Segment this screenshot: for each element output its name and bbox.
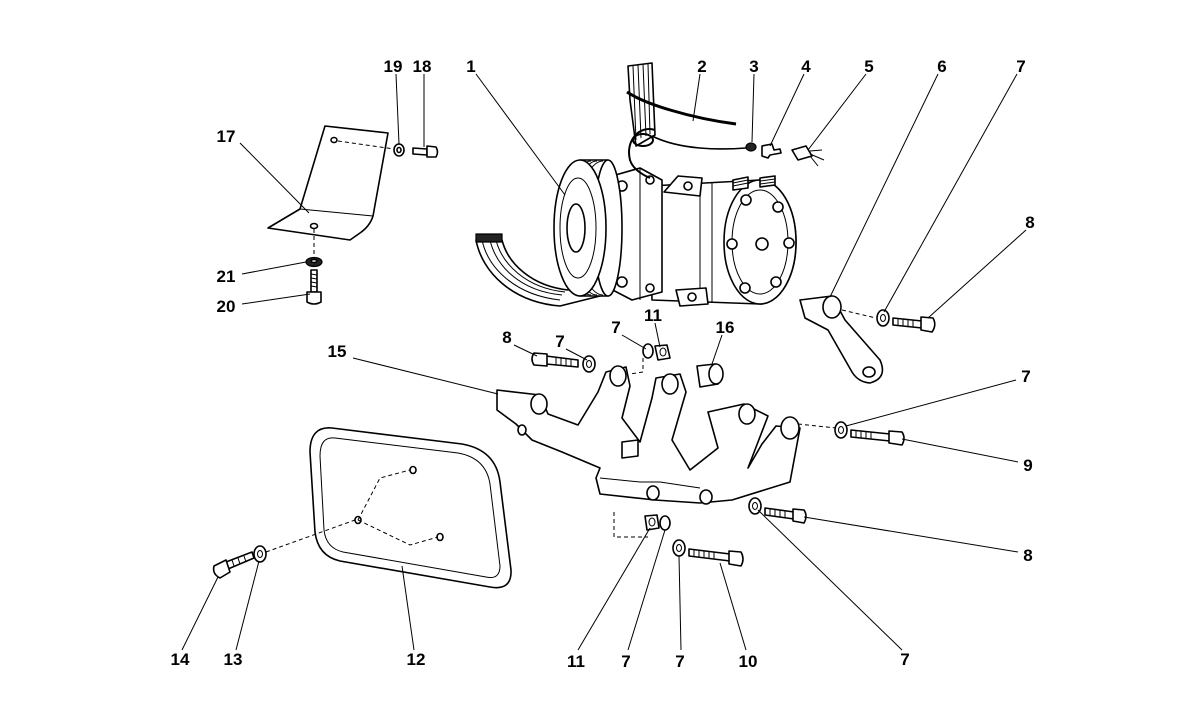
- leader-line: [241, 261, 307, 275]
- washer-13: [253, 545, 267, 563]
- callout-label: 18: [413, 57, 432, 76]
- callout-label: 14: [171, 650, 190, 669]
- callout-label: 11: [644, 306, 662, 325]
- callout-label: 7: [555, 332, 564, 351]
- nut-11-top: [654, 344, 671, 361]
- leader-line: [513, 344, 538, 357]
- leader-line: [181, 576, 219, 651]
- bolt-9: [850, 429, 905, 446]
- dashed-guide: [337, 140, 395, 150]
- leader-line: [395, 73, 400, 145]
- leader-line: [927, 229, 1027, 319]
- leader-line: [565, 348, 588, 361]
- callout-label: 19: [384, 57, 403, 76]
- callout-label: 6: [937, 57, 946, 76]
- bolt-20: [306, 269, 322, 305]
- leader-line: [627, 529, 666, 651]
- leader-line: [829, 73, 939, 298]
- grommet-3: [745, 142, 757, 152]
- dashed-guide: [841, 309, 877, 319]
- tension-arm-6: [799, 295, 884, 384]
- washer-7-bottom-a: [659, 515, 671, 531]
- drive-belt-vertical: [627, 62, 656, 147]
- bolt-8-left: [531, 352, 579, 368]
- callout-label: 7: [900, 650, 909, 669]
- leader-line: [845, 379, 1017, 427]
- cover-plate-12: [309, 427, 512, 589]
- callout-label: 20: [217, 297, 236, 316]
- callout-label: 8: [502, 328, 511, 347]
- callout-label: 7: [1016, 57, 1025, 76]
- leader-lines: [181, 73, 1027, 651]
- leader-line: [901, 438, 1019, 463]
- callout-label: 8: [1023, 546, 1032, 565]
- leader-line: [235, 560, 260, 651]
- callout-label: 4: [801, 57, 811, 76]
- callout-label: 5: [864, 57, 873, 76]
- leader-line: [692, 73, 701, 122]
- wire-harness-2: [626, 90, 747, 179]
- callout-label: 7: [1021, 367, 1030, 386]
- leader-line: [401, 565, 415, 651]
- callout-label: 7: [675, 652, 684, 671]
- washer-7-arm: [876, 309, 890, 327]
- leader-line: [352, 357, 499, 395]
- leader-line: [751, 73, 755, 143]
- callout-label: 17: [217, 127, 236, 146]
- washer-7-bottom-b: [672, 539, 686, 557]
- callout-label: 12: [407, 650, 426, 669]
- ac-compressor-1: [553, 159, 797, 307]
- connector-4: [761, 143, 782, 159]
- callout-label: 13: [224, 650, 243, 669]
- bolt-14: [212, 551, 255, 579]
- dashed-guide: [265, 519, 356, 553]
- leader-line: [807, 73, 867, 151]
- bolt-10: [688, 548, 744, 567]
- dashed-guide: [613, 512, 648, 538]
- callout-label: 7: [611, 318, 620, 337]
- washer-21: [305, 256, 323, 268]
- nut-11-bottom: [644, 514, 660, 531]
- leader-line: [719, 562, 747, 651]
- washer-7-top: [642, 343, 654, 359]
- callout-label: 10: [739, 652, 758, 671]
- leader-line: [654, 322, 661, 348]
- leader-line: [621, 334, 647, 350]
- mounting-bracket-15: [496, 365, 801, 505]
- callout-label: 9: [1023, 456, 1032, 475]
- washer-7-right: [834, 421, 848, 439]
- callout-label: 15: [328, 342, 347, 361]
- leader-line: [475, 73, 566, 196]
- bolt-8-arm: [892, 316, 936, 333]
- leader-line: [711, 334, 723, 365]
- callout-label: 3: [749, 57, 758, 76]
- dashed-guide: [797, 423, 837, 429]
- callout-label: 1: [466, 57, 475, 76]
- leader-line: [577, 527, 651, 651]
- leader-line: [239, 142, 310, 214]
- leader-line: [241, 293, 311, 305]
- callout-label: 16: [716, 318, 735, 337]
- dashed-guide: [629, 358, 644, 375]
- bolt-8-lower: [764, 507, 807, 524]
- callout-label: 21: [217, 267, 236, 286]
- callout-label: 11: [567, 652, 585, 671]
- leader-line: [757, 509, 903, 651]
- leader-line: [678, 555, 682, 651]
- sensor-5: [791, 145, 825, 167]
- bolt-18: [412, 145, 439, 158]
- leader-line: [803, 516, 1019, 553]
- leader-line: [883, 73, 1018, 313]
- callout-label: 8: [1025, 213, 1034, 232]
- washer-19: [393, 143, 405, 157]
- callout-label: 2: [697, 57, 706, 76]
- callout-labels: 19 18 1 2 3 4 5 6 7 17 8 21 20 8 7 7 11 …: [171, 57, 1035, 671]
- leader-line: [769, 73, 805, 147]
- bushing-16: [696, 363, 724, 388]
- support-bracket-17: [267, 125, 389, 241]
- callout-label: 7: [621, 652, 630, 671]
